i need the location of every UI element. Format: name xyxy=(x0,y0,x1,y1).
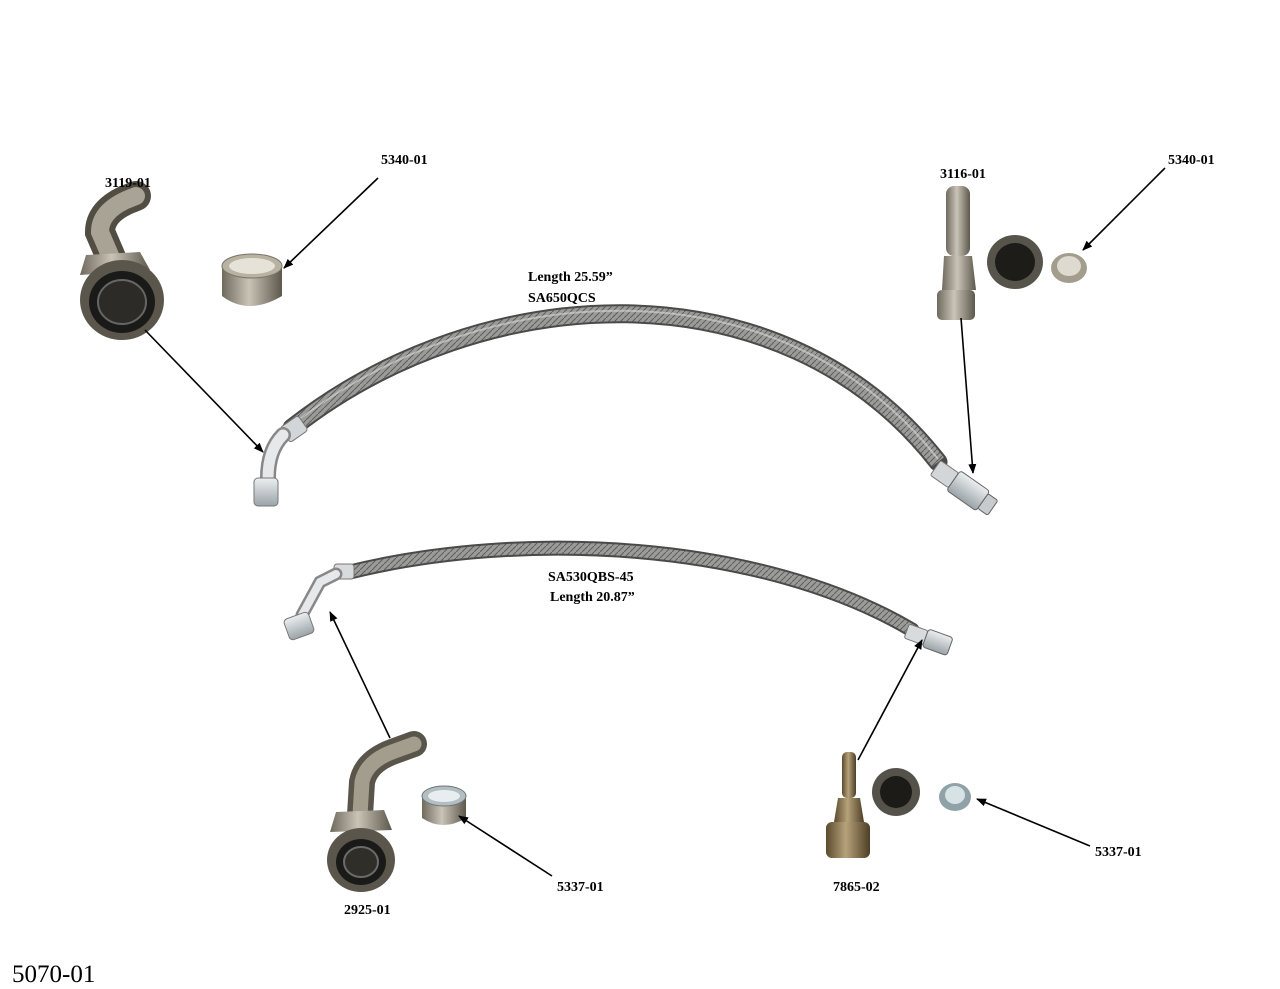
label-5340-01-left: 5340-01 xyxy=(381,153,428,168)
ferrule-cap-7865-02 xyxy=(872,768,920,816)
straight-fitting-7865-02 xyxy=(826,752,870,858)
leader-arrows xyxy=(144,167,1166,877)
label-5340-01-right: 5340-01 xyxy=(1168,153,1215,168)
hose-bottom-part-label: SA530QBS-45 xyxy=(548,570,634,585)
label-3119-01: 3119-01 xyxy=(105,176,151,191)
ferrule-5337-01-right xyxy=(939,783,971,811)
elbow-fitting-2925-01 xyxy=(327,731,427,892)
arrow-5337-01-left xyxy=(458,815,553,877)
label-5337-01-left: 5337-01 xyxy=(557,880,604,895)
ferrule-cap-3116-01 xyxy=(987,235,1043,289)
kit-number: 5070-01 xyxy=(12,961,95,988)
hose-bottom-right-fitting xyxy=(904,623,953,656)
arrow-3119-01 xyxy=(144,329,264,453)
hose-bottom xyxy=(283,540,953,656)
arrow-5337-01-right xyxy=(976,798,1091,847)
straight-fitting-3116-01 xyxy=(937,186,976,320)
ferrule-5337-01-left xyxy=(421,785,467,825)
elbow-fitting-3119-01 xyxy=(80,181,164,340)
hose-bottom-length-label: Length 20.87” xyxy=(550,590,635,605)
hose-top-right-fitting xyxy=(930,460,998,516)
label-5337-01-right: 5337-01 xyxy=(1095,845,1142,860)
arrow-5340-01-right xyxy=(1082,167,1166,251)
hose-top xyxy=(253,304,998,516)
arrow-5340-01-left xyxy=(283,177,379,269)
arrow-3116-01 xyxy=(960,317,977,474)
label-3116-01: 3116-01 xyxy=(940,167,986,182)
hose-bottom-left-fitting xyxy=(283,563,355,641)
label-2925-01: 2925-01 xyxy=(344,903,391,918)
ferrule-5340-01-right xyxy=(1051,253,1087,283)
ferrule-5340-01-left xyxy=(221,253,283,306)
label-7865-02: 7865-02 xyxy=(833,880,880,895)
hose-top-length-label: Length 25.59” xyxy=(528,270,613,285)
hose-top-left-fitting xyxy=(253,415,308,507)
arrow-2925-01 xyxy=(329,611,391,739)
arrow-7865-02 xyxy=(857,639,923,761)
hose-top-part-label: SA650QCS xyxy=(528,291,596,306)
